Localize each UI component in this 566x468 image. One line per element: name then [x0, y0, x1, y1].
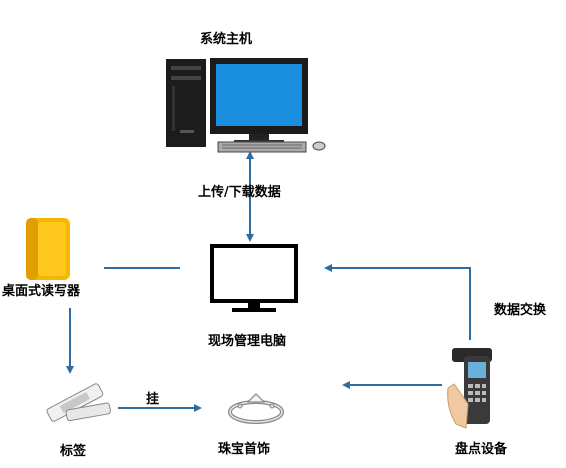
site-pc: [210, 244, 298, 314]
inventory-device: [446, 348, 496, 430]
exchange-arrow: [324, 264, 471, 340]
tag-label: 标签: [60, 444, 87, 459]
rfid-tag-icon: [46, 383, 111, 422]
exchange-label: 数据交换: [494, 303, 547, 318]
desktop-computer-icon: [166, 58, 326, 153]
upload-download-label: 上传/下载数据: [198, 185, 281, 200]
jewelry-label: 珠宝首饰: [218, 442, 271, 457]
host-label: 系统主机: [200, 32, 253, 47]
reader-label: 桌面式读写器: [2, 284, 81, 299]
monitor-icon: [210, 244, 298, 312]
hang-label: 挂: [146, 392, 160, 407]
desktop-reader: [24, 216, 72, 282]
jewelry: [226, 390, 286, 426]
inventory-label: 盘点设备: [455, 442, 508, 457]
ring-icon: [228, 393, 284, 424]
handheld-scanner-icon: [447, 348, 492, 429]
host-computer: [166, 56, 330, 156]
rfid-tag: [40, 380, 116, 424]
site-pc-label: 现场管理电脑: [208, 334, 287, 349]
desktop-reader-icon: [26, 218, 70, 280]
